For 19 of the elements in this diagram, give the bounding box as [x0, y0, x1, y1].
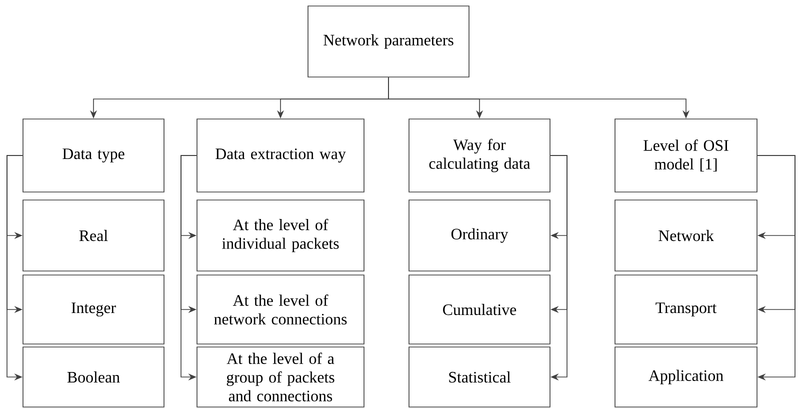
- arrow: [550, 155, 568, 380]
- item-box: At the level of individual packets: [196, 200, 364, 272]
- item-box: Cumulative: [408, 274, 550, 344]
- item-box: Network: [614, 200, 758, 272]
- item-box: At the level of network connections: [196, 274, 364, 344]
- item-box: Application: [614, 346, 758, 408]
- category-box: Data extraction way: [196, 118, 364, 192]
- item-box: Integer: [22, 274, 164, 344]
- category-box: Level of OSI model [1]: [614, 118, 758, 192]
- category-box: Data type: [22, 118, 164, 192]
- item-box: At the level of a group of packets and connections: [196, 346, 364, 408]
- item-box: Real: [22, 200, 164, 272]
- item-box: Ordinary: [408, 200, 550, 272]
- item-box: Transport: [614, 274, 758, 344]
- arrow: [757, 155, 796, 380]
- root-box: Network parameters: [308, 6, 470, 78]
- item-box: Boolean: [22, 346, 164, 408]
- item-box: Statistical: [408, 346, 550, 408]
- category-box: Way for calculating data: [408, 118, 550, 192]
